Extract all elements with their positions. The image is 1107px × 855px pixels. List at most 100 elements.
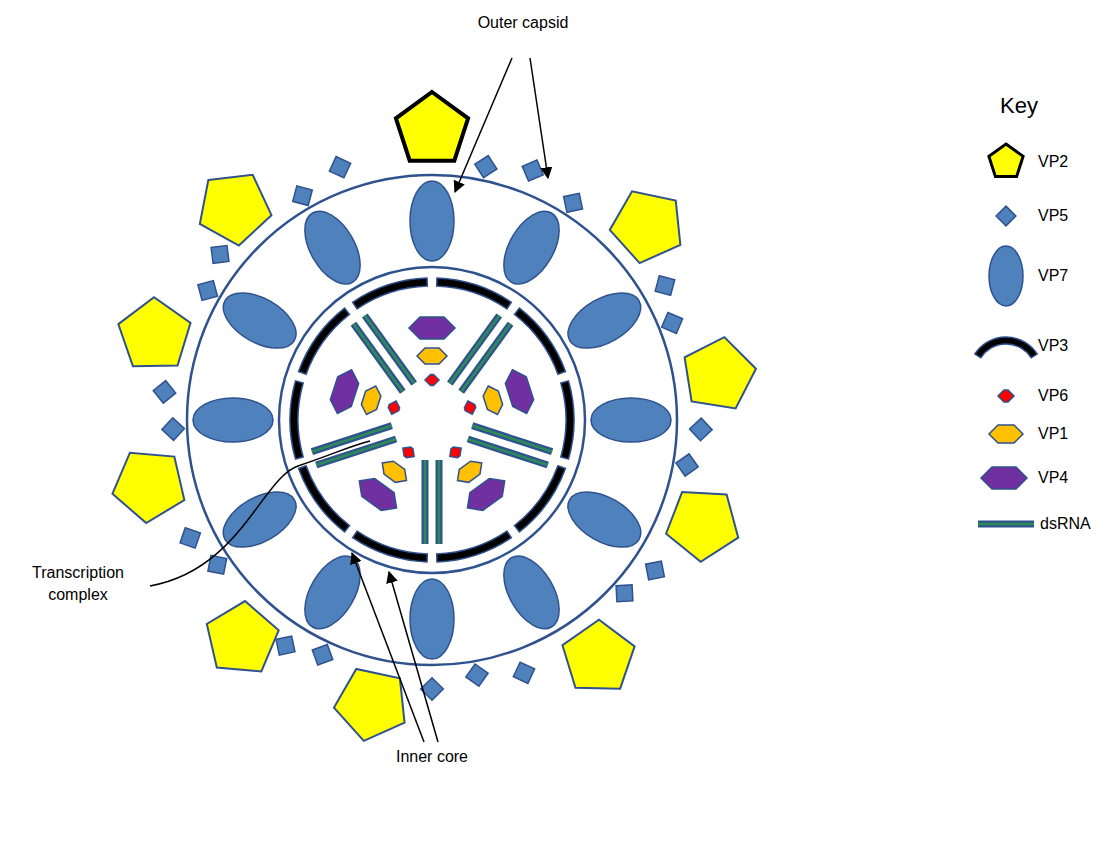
vp4-protein [327,366,362,417]
legend-shape [981,467,1027,489]
vp5-protein [690,418,713,441]
vp6-protein [387,399,402,416]
legend-shape [998,390,1014,402]
vp5-protein [312,644,333,665]
vp3-protein [299,466,350,532]
dsrna-segment [468,439,548,465]
legend-label: VP5 [1038,206,1068,226]
legend-label: VP3 [1038,336,1068,356]
vp2-protein [108,290,195,379]
vp3-protein [290,381,303,459]
vp5-protein [162,418,185,441]
vp5-protein [655,276,675,296]
vp5-protein [522,160,543,181]
vp5-protein [676,454,698,476]
vp5-protein [466,664,488,686]
dsrna-outline [365,316,414,384]
dsrna-strand [438,460,441,544]
dsrna-strand [424,460,427,544]
vp7-protein [492,202,570,293]
vp4-protein [502,366,537,417]
legend-shape [989,144,1023,177]
vp1-protein [453,456,487,487]
legend-label: dsRNA [1040,514,1091,534]
leader-arrow [455,58,512,192]
inner-layer [279,267,585,573]
vp6-protein [447,444,465,461]
vp3-protein [561,381,574,459]
legend-label: VP1 [1038,424,1068,444]
vp3-protein [353,531,428,562]
vp1-protein [378,456,412,487]
vp7-protein [559,480,650,558]
vp7-protein [559,281,650,359]
dsrna-outline [312,426,392,452]
dsrna-strand [468,439,548,465]
vp7-protein [410,181,454,261]
vp2-protein [328,666,413,748]
vp5-protein [211,245,229,263]
legend-sample [984,502,1028,546]
vp5-protein [276,636,295,655]
vp5-protein [662,312,683,333]
vp7-protein [293,547,371,638]
leader-arrow [352,553,424,742]
callout-label: Inner core [392,746,472,768]
legend-sample [984,456,1028,500]
vp7-protein [214,480,305,558]
vp3-protein [437,278,512,309]
vp7-protein [293,202,371,293]
vp2-protein [396,92,468,161]
vp2-protein [661,479,751,571]
leader-arrow [389,572,438,742]
vp5-protein [475,156,497,178]
dsrna-segment [425,460,426,544]
vp3-protein [299,308,350,374]
outer-layer [187,175,677,665]
vp5-protein [293,186,313,206]
dsrna-strand [312,426,392,452]
dsrna-segment [461,324,510,392]
dsrna-segment [365,316,414,384]
vp6-protein [400,444,418,461]
vp5-protein [616,585,633,602]
legend-sample [984,254,1028,298]
vp1-protein [417,348,447,364]
dsrna-outline [461,324,510,392]
callout-label: Transcription complex [4,562,152,606]
dsrna-strand [461,324,510,392]
legend-sample [984,374,1028,418]
dsrna-outline [436,460,443,544]
legend-shape [996,206,1016,226]
vp5-protein [329,157,350,178]
vp6-protein [463,399,478,416]
dsrna-outline [468,439,548,465]
vp3-protein [437,531,512,562]
vp5-protein [513,662,534,683]
vp5-protein [646,561,665,580]
legend-shape [989,425,1023,443]
vp3-protein [514,308,565,374]
legend-label: VP6 [1038,386,1068,406]
callout-label: Outer capsid [468,12,578,34]
legend-label: VP7 [1038,266,1068,286]
legend-sample [984,412,1028,456]
vp5-protein [421,678,444,701]
legend-sample [984,140,1028,184]
vp7-protein [410,579,454,659]
legend-shape [989,246,1023,306]
virus-particle [104,92,761,748]
leader-arrow [530,58,548,178]
vp5-protein [198,281,218,301]
legend-label: VP4 [1038,468,1068,488]
dsrna-outline [422,460,429,544]
leader-lines [150,58,548,742]
legend-shape [975,337,1037,358]
vp4-protein [409,317,455,339]
vp2-protein [104,443,187,529]
legend-sample [984,194,1028,238]
vp1-protein [359,383,383,416]
vp6-protein [425,375,439,386]
